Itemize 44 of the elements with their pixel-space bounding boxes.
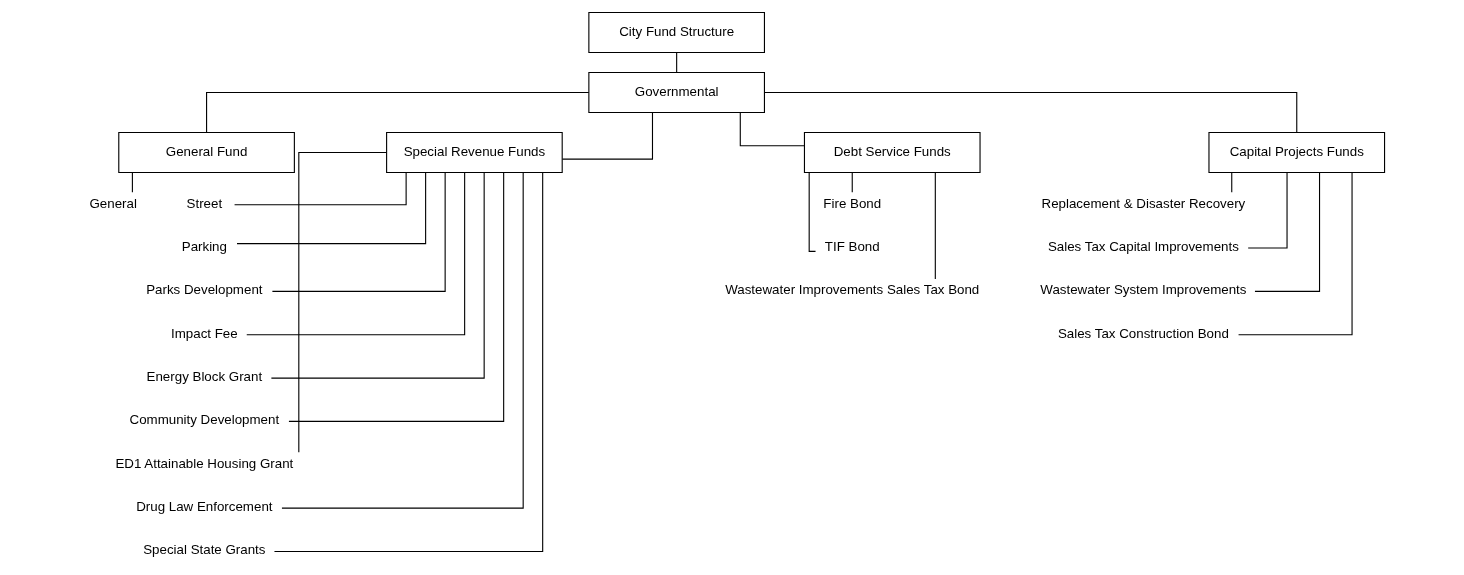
node-text: Drug Law Enforcement: [135, 498, 273, 514]
connector: [233, 171, 407, 206]
connector: [675, 52, 677, 73]
connector: [739, 112, 805, 147]
node-text: Community Development: [129, 412, 279, 428]
node-text: Sales Tax Construction Bond: [1057, 325, 1229, 341]
node-box: Capital Projects Funds: [1207, 131, 1385, 174]
node-box: Governmental: [587, 71, 765, 114]
node-text: Wastewater System Improvements: [1039, 282, 1246, 298]
connector: [1253, 172, 1320, 292]
connector: [763, 91, 1297, 133]
connector: [851, 172, 853, 193]
node-text: Sales Tax Capital Improvements: [1047, 238, 1239, 254]
connector: [245, 172, 465, 336]
node-text: General: [89, 195, 137, 211]
connector: [297, 151, 387, 453]
connector: [273, 172, 543, 552]
node-text: Replacement & Disaster Recovery: [1041, 195, 1245, 211]
connector: [235, 172, 426, 245]
connector: [1237, 172, 1353, 336]
node-box: General Fund: [117, 131, 295, 174]
connector: [271, 172, 446, 292]
connector: [131, 172, 133, 193]
connector: [1230, 172, 1232, 193]
node-text: Energy Block Grant: [146, 368, 262, 384]
connector: [205, 91, 589, 133]
node-box: City Fund Structure: [587, 11, 765, 53]
node-text: Special State Grants: [142, 542, 265, 558]
node-text: Fire Bond: [822, 195, 881, 211]
node-box: Special Revenue Funds: [385, 131, 563, 174]
node-text: Parks Development: [145, 282, 263, 298]
node-text: Parking: [181, 238, 227, 254]
connector: [280, 172, 524, 509]
node-text: Impact Fee: [170, 325, 238, 341]
node-box: Debt Service Funds: [803, 131, 981, 174]
connector: [561, 111, 653, 160]
node-text: ED1 Attainable Housing Grant: [114, 455, 293, 471]
node-text: Wastewater Improvements Sales Tax Bond: [724, 282, 979, 298]
node-text: Street: [186, 195, 222, 211]
connector: [287, 172, 504, 422]
node-text: TIF Bond: [824, 238, 880, 254]
connector: [270, 171, 485, 379]
connector: [934, 172, 936, 280]
connector: [1247, 172, 1288, 249]
